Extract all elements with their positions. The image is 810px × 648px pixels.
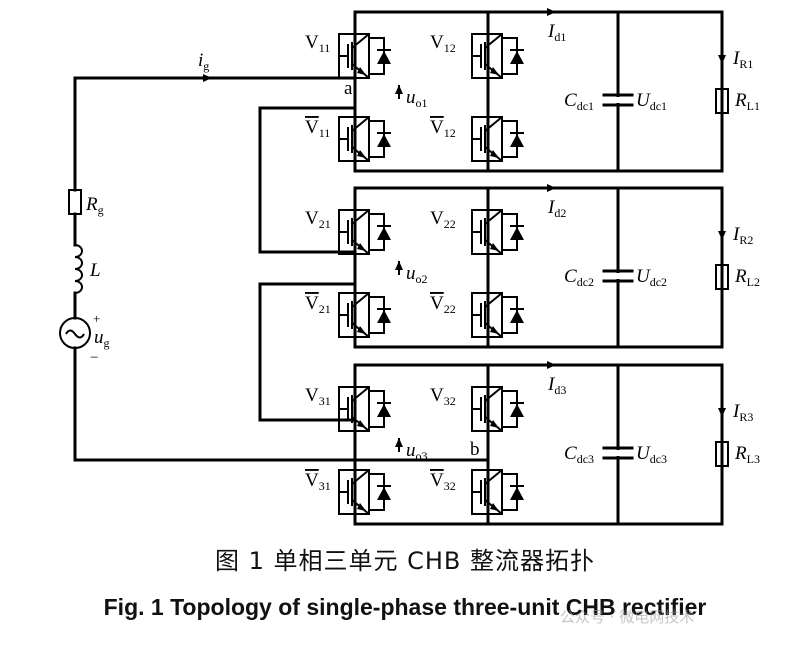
caption-chinese: 图 1 单相三单元 CHB 整流器拓扑 <box>214 547 596 575</box>
rg-label: Rg <box>85 194 104 217</box>
switch-label: V32 <box>430 385 456 408</box>
switch-label: V22 <box>430 208 456 231</box>
cdc-label: Cdc2 <box>564 266 594 289</box>
grid-inductor <box>74 244 83 294</box>
switch-v21-bar <box>338 292 391 338</box>
watermark: 公众号 · 微电网技术 <box>560 608 695 626</box>
ir-label: IR1 <box>732 48 753 71</box>
switch-v11 <box>338 33 391 79</box>
switch-label: V31 <box>305 385 331 408</box>
rl-label: RL2 <box>734 266 760 289</box>
plus-sign: + <box>93 311 100 326</box>
switch-label: V32 <box>430 470 456 493</box>
cdc-label: Cdc1 <box>564 90 594 113</box>
switch-label: V12 <box>430 117 456 140</box>
l-label: L <box>89 260 101 281</box>
id-label: Id1 <box>547 21 566 44</box>
ir-label: IR3 <box>732 401 753 424</box>
udc-label: Udc1 <box>636 90 667 113</box>
node-a-label: a <box>344 78 353 99</box>
load-resistor <box>715 88 729 114</box>
id-label: Id3 <box>547 374 566 397</box>
uo-label: uo1 <box>406 87 428 110</box>
load-resistor <box>715 264 729 290</box>
uo-label: uo2 <box>406 263 428 286</box>
ig-label: ig <box>198 50 209 73</box>
ug-label: ug <box>94 327 110 350</box>
switch-v21 <box>338 209 391 255</box>
minus-sign: − <box>90 350 98 366</box>
switch-label: V11 <box>305 32 330 55</box>
cdc-label: Cdc3 <box>564 443 594 466</box>
switch-v12 <box>471 33 524 79</box>
switch-v31 <box>338 386 391 432</box>
switch-label: V12 <box>430 32 456 55</box>
switch-v32-bar <box>471 469 524 515</box>
switch-v31-bar <box>338 469 391 515</box>
switch-v11-bar <box>338 116 391 162</box>
switch-label: V22 <box>430 293 456 316</box>
series-links <box>258 106 357 422</box>
load-resistor <box>715 441 729 467</box>
rl-label: RL3 <box>734 443 760 466</box>
caption-english: Fig. 1 Topology of single-phase three-un… <box>103 594 707 620</box>
grid-resistor <box>68 189 82 215</box>
switch-label: V21 <box>305 208 331 231</box>
udc-label: Udc3 <box>636 443 667 466</box>
switch-label: V31 <box>305 470 331 493</box>
switch-v22-bar <box>471 292 524 338</box>
switch-v22 <box>471 209 524 255</box>
switch-label: V21 <box>305 293 331 316</box>
rl-label: RL1 <box>734 90 760 113</box>
ir-label: IR2 <box>732 224 753 247</box>
sine-wave-icon <box>65 329 85 339</box>
source-branch: ig Rg L ug + − a b <box>59 50 490 462</box>
switch-v12-bar <box>471 116 524 162</box>
switch-label: V11 <box>305 117 330 140</box>
id-label: Id2 <box>547 197 566 220</box>
udc-label: Udc2 <box>636 266 667 289</box>
switch-v32 <box>471 386 524 432</box>
node-b-label: b <box>470 439 480 460</box>
